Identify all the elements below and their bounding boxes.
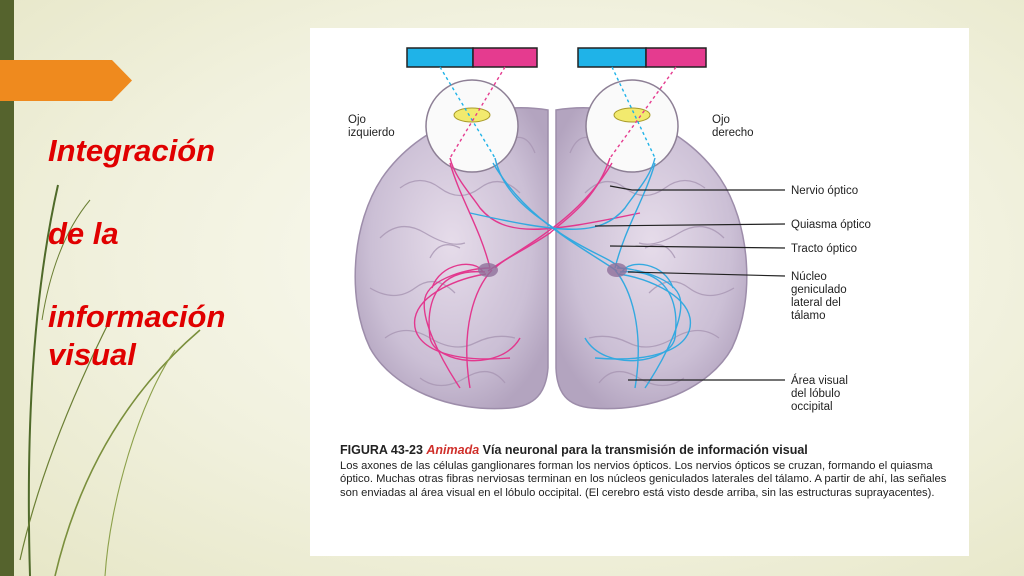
label-lgn: Núcleo geniculado lateral del tálamo bbox=[791, 271, 850, 322]
left-accent-bar bbox=[0, 0, 14, 576]
orange-arrow-shape bbox=[0, 60, 132, 101]
visual-pathway-diagram: Ojo izquierdo Ojo derecho Nervio óptico … bbox=[348, 47, 871, 413]
label-right-eye: Ojo derecho bbox=[712, 114, 754, 139]
caption-body-text: Los axones de las células ganglionares f… bbox=[340, 460, 947, 499]
right-lgn-nucleus bbox=[607, 263, 627, 277]
caption-heading: FIGURA 43-23 Animada Vía neuronal para l… bbox=[340, 443, 950, 457]
title-line-1: Integración bbox=[48, 133, 216, 168]
caption-figure-number: FIGURA 43-23 bbox=[340, 443, 423, 457]
caption-animated-tag: Animada bbox=[426, 443, 480, 457]
caption-title: Vía neuronal para la transmisión de info… bbox=[482, 443, 808, 457]
slide-title: Integración de la información visual bbox=[48, 132, 308, 373]
title-line-3: información visual bbox=[48, 299, 226, 372]
left-visual-field-bar bbox=[406, 47, 538, 68]
right-visual-field-bar bbox=[577, 47, 707, 68]
orange-arrow-tab bbox=[0, 60, 132, 101]
label-optic-chiasm: Quiasma óptico bbox=[791, 219, 871, 231]
label-optic-tract: Tracto óptico bbox=[791, 243, 857, 255]
light-rays bbox=[439, 66, 677, 159]
label-left-eye: Ojo izquierdo bbox=[348, 114, 395, 139]
title-line-2: de la bbox=[48, 216, 119, 252]
label-visual-area: Área visual del lóbulo occipital bbox=[791, 374, 851, 413]
left-eye-icon bbox=[425, 79, 519, 173]
figure-panel: Ojo izquierdo Ojo derecho Nervio óptico … bbox=[310, 28, 969, 556]
label-pointer-lines bbox=[594, 185, 786, 381]
decorative-swoosh-lines bbox=[19, 184, 201, 576]
left-lgn-nucleus bbox=[478, 263, 498, 277]
figure-caption: FIGURA 43-23 Animada Vía neuronal para l… bbox=[340, 443, 950, 500]
right-eye-icon bbox=[585, 79, 679, 173]
label-optic-nerve: Nervio óptico bbox=[791, 185, 858, 197]
cyan-pathway bbox=[469, 157, 692, 389]
